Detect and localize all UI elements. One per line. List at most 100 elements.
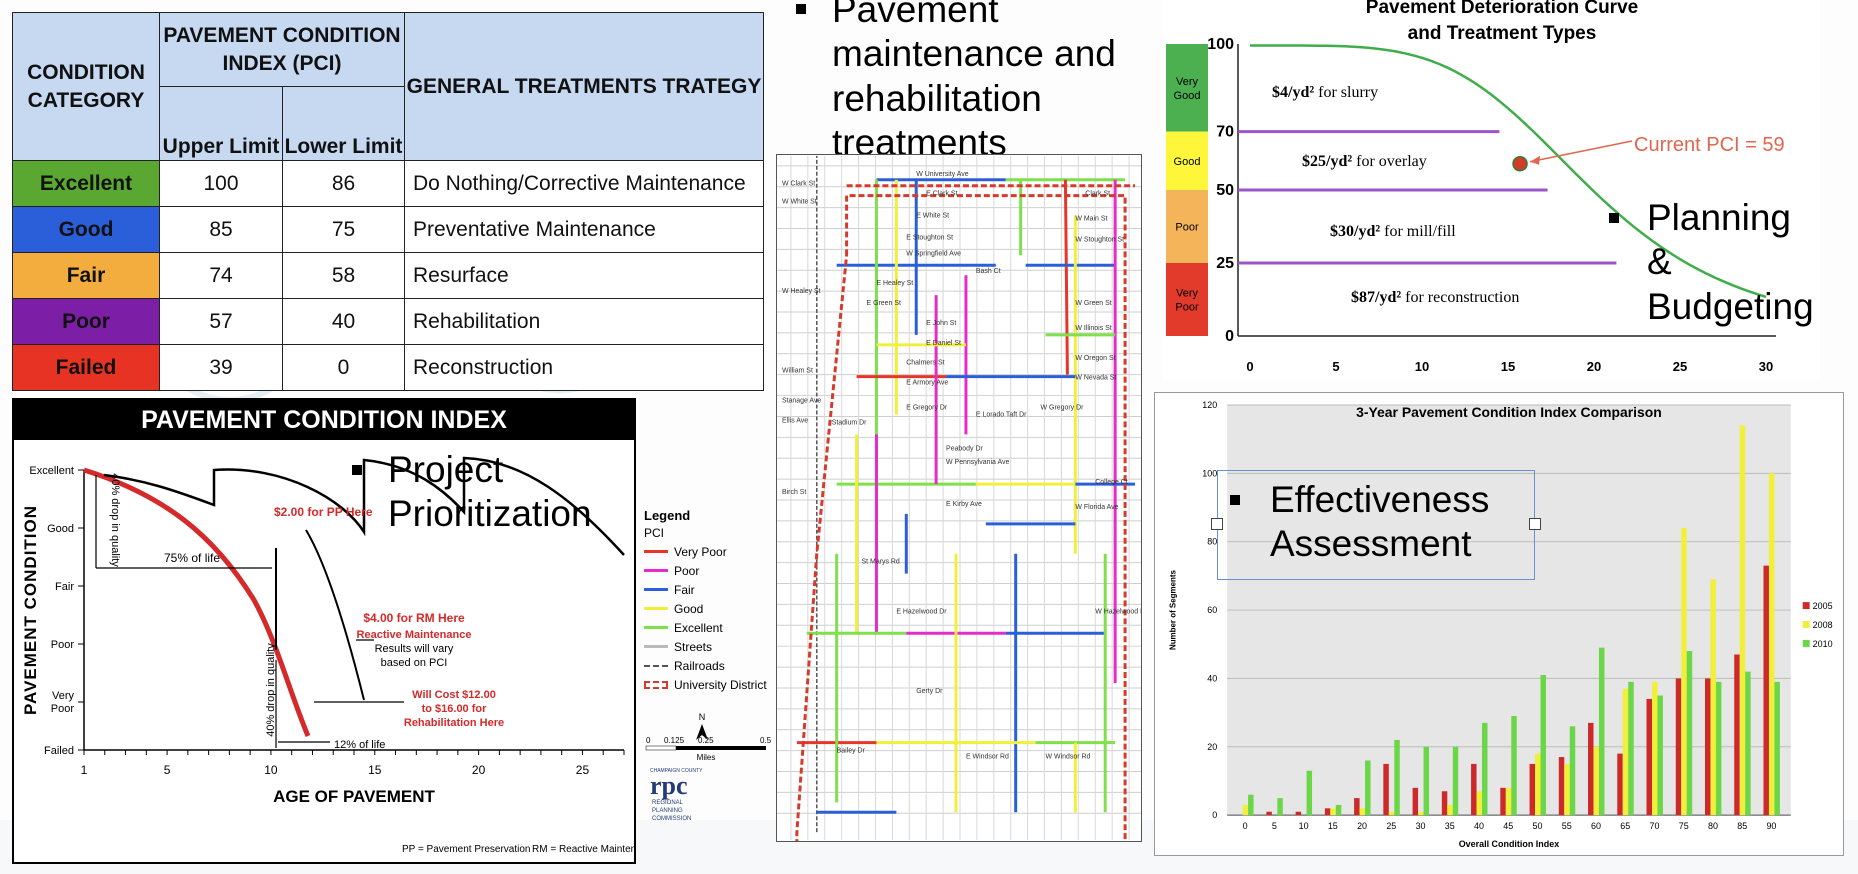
street-label: W Main St — [1075, 216, 1107, 223]
bullet-effectiveness[interactable]: Effectiveness Assessment — [1230, 478, 1489, 567]
bar-2005 — [1471, 763, 1477, 816]
x-tick-label: 45 — [1503, 821, 1513, 831]
bar-2005 — [1295, 811, 1302, 816]
street-label: E Healey St — [876, 280, 913, 287]
street-label: Bailey Dr — [837, 748, 866, 755]
north-arrow-icon — [696, 724, 708, 740]
pci-street-segment — [1063, 179, 1069, 375]
x-tick-label: 0 — [1246, 359, 1253, 374]
legend-swatch — [1802, 639, 1810, 647]
upper-limit-cell: 57 — [159, 298, 283, 345]
resize-handle-right[interactable] — [1529, 518, 1541, 530]
bar-2005 — [1412, 787, 1419, 816]
street-label: E Green St — [867, 300, 901, 307]
bar-2010 — [1306, 770, 1313, 816]
cost-annotation: Rehabilitation Here — [404, 717, 504, 729]
rm-annotation: Results will vary — [375, 643, 454, 655]
street-label: Chalmers St — [906, 360, 944, 367]
bar-2008 — [1418, 811, 1424, 816]
bullet-prioritization-line: Project — [388, 449, 504, 490]
legend-label: Good — [674, 601, 704, 616]
logo-line: REGIONAL — [652, 800, 684, 806]
condition-band — [1166, 263, 1208, 336]
bar-2010 — [1569, 726, 1576, 816]
bar-2010 — [1335, 804, 1342, 816]
treatment-cell: Resurface — [404, 252, 764, 299]
legend-label: Excellent — [674, 620, 723, 635]
legend-item: Poor — [644, 563, 772, 578]
bullet-effectiveness-line: Assessment — [1270, 523, 1472, 565]
bullet-square — [796, 4, 806, 14]
bar-2005 — [1354, 798, 1360, 816]
rm-annotation: based on PCI — [381, 657, 448, 669]
street-label: E Clark St — [926, 191, 957, 198]
bar-2005 — [1588, 722, 1594, 816]
legend-item: Excellent — [644, 620, 772, 635]
x-tick-label: 25 — [1673, 359, 1687, 374]
current-pci-pointer — [1529, 140, 1633, 163]
y-tick-label: Failed — [44, 745, 74, 757]
legend-swatch — [644, 680, 668, 689]
legend-label: 2008 — [1813, 620, 1833, 630]
scale-tick: 0.25 — [698, 736, 714, 745]
legend-swatch — [644, 588, 668, 591]
bar-2008 — [1330, 808, 1336, 816]
street-label: Stadium Dr — [832, 419, 867, 426]
legend-swatch — [1802, 602, 1810, 610]
legend-label: Railroads — [674, 658, 725, 673]
street-label: Gerty Dr — [916, 688, 943, 695]
header-upper-limit: Upper Limit — [159, 86, 283, 161]
bullet-maintenance-line: Pavement — [832, 0, 999, 30]
bullet-planning-line: & — [1647, 241, 1672, 283]
bar-2010 — [1482, 722, 1488, 816]
life-label: 12% of life — [334, 739, 385, 751]
drop-label: 40% drop in quality — [265, 643, 277, 737]
rpc-logo: rpc — [650, 771, 688, 800]
bar-2010 — [1248, 794, 1254, 816]
y-tick-label: 50 — [1216, 182, 1234, 199]
x-tick-label: 5 — [1332, 359, 1339, 374]
treatment-cost-price: $25/yd² — [1302, 153, 1356, 170]
x-tick-label: 20 — [472, 763, 486, 777]
street-label: Birch St — [782, 489, 806, 496]
bar-2008 — [1388, 811, 1395, 816]
treatment-cost-label: $25/yd² for overlay — [1302, 153, 1427, 170]
street-label: W Hazelwood Dr — [1095, 608, 1142, 615]
bar-2008 — [1535, 753, 1541, 816]
header-condition-category: CONDITION CATEGORY — [12, 12, 160, 161]
bar-2010 — [1394, 739, 1400, 816]
condition-category-cell: Excellent — [12, 160, 160, 207]
scale-tick: 0.5 — [760, 736, 772, 745]
y-tick-label: 80 — [1207, 537, 1217, 547]
y-axis-label: Number of Segments — [1168, 569, 1177, 650]
bar-2010 — [1511, 716, 1517, 816]
treatment-cost-text: for overlay — [1356, 153, 1427, 170]
y-tick-label: 60 — [1207, 605, 1217, 615]
deterioration-curve — [1250, 44, 1767, 299]
legend-swatch — [644, 607, 668, 610]
header-pci: PAVEMENT CONDITION INDEX (PCI) — [159, 12, 405, 87]
bar-2005 — [1617, 753, 1623, 816]
condition-category-cell: Poor — [12, 298, 160, 345]
bar-2005 — [1383, 763, 1389, 816]
street-label: Peabody Dr — [946, 445, 983, 452]
street-label: W Nevada St — [1075, 375, 1116, 382]
treatment-cell: Reconstruction — [404, 344, 764, 391]
street-label: W Healey St — [782, 288, 821, 295]
resize-handle-left[interactable] — [1211, 518, 1223, 530]
street-label: W Oregon St — [1075, 355, 1115, 362]
x-axis-label: AGE OF PAVEMENT — [273, 787, 435, 806]
x-tick-label: 50 — [1533, 821, 1543, 831]
selected-text-box[interactable] — [1211, 470, 1541, 580]
x-tick-label: 35 — [1445, 821, 1455, 831]
bullet-prioritization-line: Prioritization — [388, 493, 592, 535]
bar-2005 — [1734, 654, 1740, 816]
scale-and-logo: N 0 0.125 0.25 0.5 Miles CHAMPAIGN COUNT… — [645, 712, 772, 822]
legend-swatch — [644, 645, 668, 648]
x-tick-label: 40 — [1474, 821, 1484, 831]
condition-band-label: Very — [1176, 288, 1199, 300]
